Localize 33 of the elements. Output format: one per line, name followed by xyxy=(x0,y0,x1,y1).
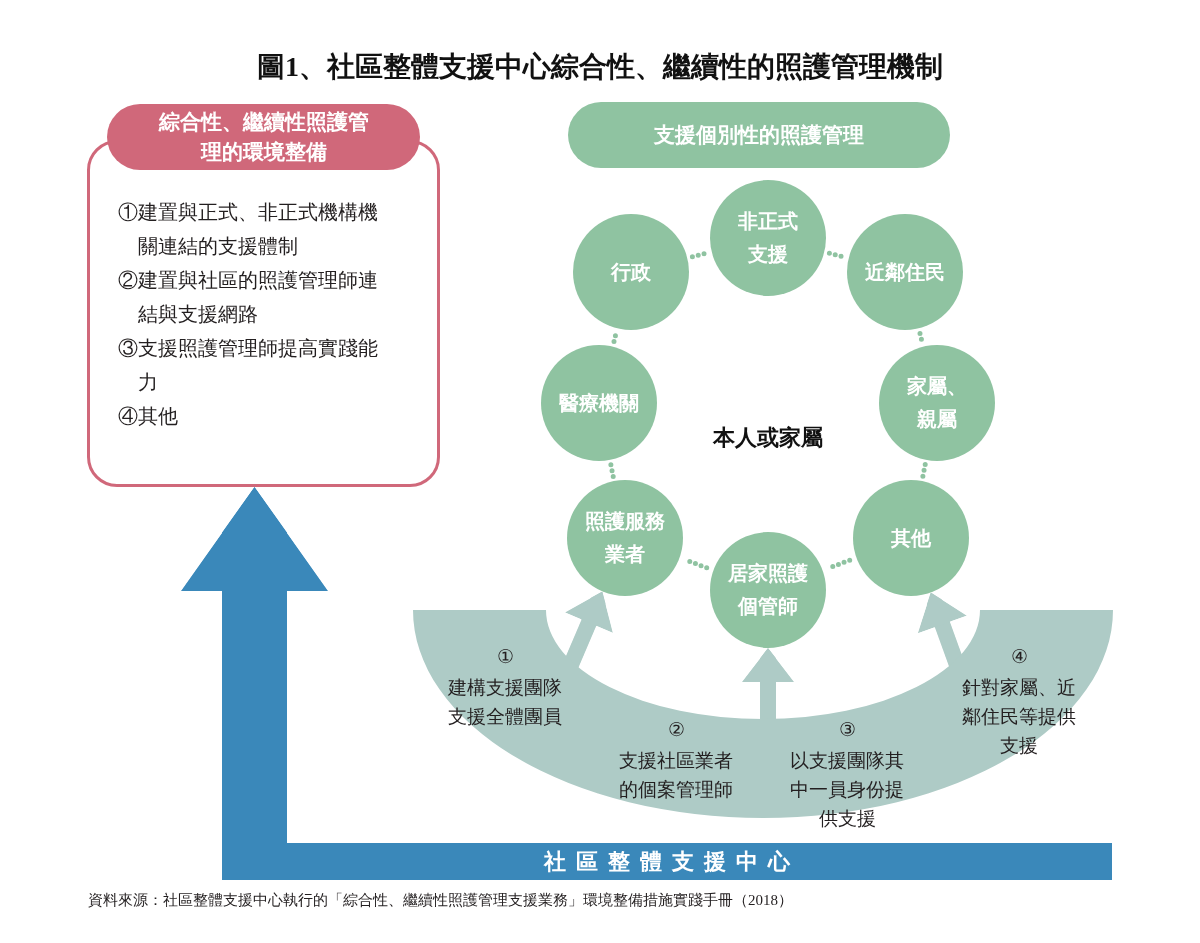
arrow xyxy=(742,648,794,722)
circle-node: 其他 xyxy=(853,480,969,596)
arrow xyxy=(181,487,328,843)
source-note: 資料來源：社區整體支援中心執行的「綜合性、繼續性照護管理支援業務」環境整備措施實踐手冊（2018） xyxy=(88,891,793,910)
circle-node: 行政 xyxy=(573,214,689,330)
list-item: ①建置與正式、非正式機構機關連結的支援體制 xyxy=(118,200,379,259)
heading-pill: 綜合性、繼續性照護管理的環境整備 xyxy=(107,104,420,170)
banner-bar: 社區整體支援中心 xyxy=(222,843,1112,880)
heading-pill: 支援個別性的照護管理 xyxy=(568,102,950,168)
list-item: ②建置與社區的照護管理師連結與支援網路 xyxy=(118,268,379,327)
step-number: ④ xyxy=(1010,645,1028,669)
circle-node: 近鄰住民 xyxy=(847,214,963,330)
step-number: ① xyxy=(496,645,514,669)
circle-node: 家屬、親屬 xyxy=(879,345,995,461)
step-number: ③ xyxy=(838,718,856,742)
dotted-line xyxy=(611,330,619,345)
dotted-line xyxy=(608,461,616,480)
step-number: ② xyxy=(667,718,685,742)
diagram-title: 圖1、社區整體支援中心綜合性、繼續性的照護管理機制 xyxy=(257,50,943,84)
center-label: 本人或家屬 xyxy=(713,424,823,452)
circle-node: 非正式支援 xyxy=(710,180,826,296)
circle-node: 居家照護個管師 xyxy=(710,532,826,648)
circle-node: 照護服務業者 xyxy=(567,480,683,596)
list-item: ③支援照護管理師提高實踐能力 xyxy=(118,336,379,395)
list-item: ④其他 xyxy=(118,404,179,429)
arrow xyxy=(917,592,967,668)
step-description: 以支援團隊其中一員身份提供支援 xyxy=(789,749,905,831)
step-description: 建構支援團隊支援全體團員 xyxy=(447,676,563,729)
step-description: 針對家屬、近鄰住民等提供支援 xyxy=(961,676,1077,758)
circle-node: 醫療機關 xyxy=(541,345,657,461)
step-description: 支援社區業者的個案管理師 xyxy=(618,749,734,802)
dotted-line xyxy=(917,330,925,345)
dotted-line xyxy=(920,461,928,480)
